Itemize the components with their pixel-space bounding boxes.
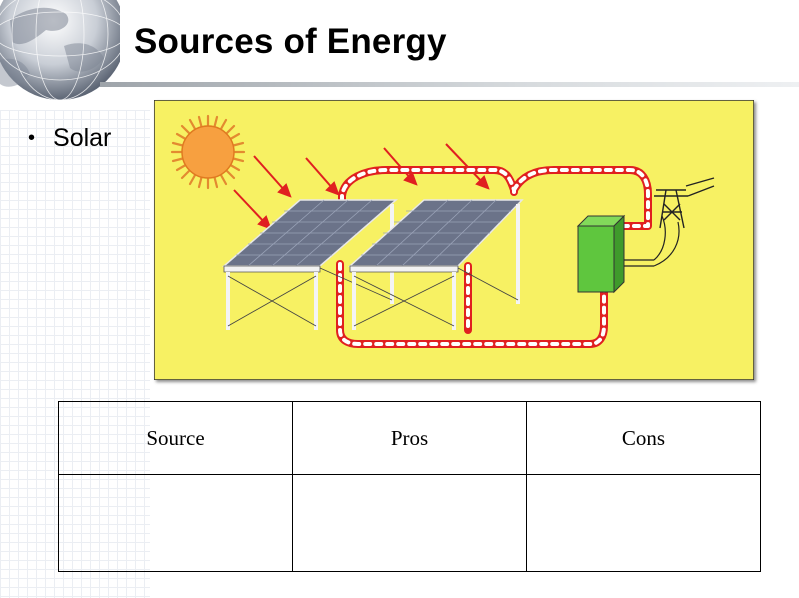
solar-system-illustration (154, 100, 754, 380)
globe-icon (0, 0, 120, 101)
bullet-item: • Solar (28, 124, 111, 153)
column-header-cons: Cons (526, 401, 761, 475)
column-header-source: Source (58, 401, 293, 475)
table-header-row: Source Pros Cons (58, 401, 761, 475)
pros-cons-table: Source Pros Cons (58, 401, 761, 572)
table-cell-pros[interactable] (292, 474, 527, 572)
slide-title: Sources of Energy (134, 22, 447, 61)
sun-icon (170, 114, 246, 190)
column-header-pros: Pros (292, 401, 527, 475)
bullet-list: • Solar (28, 124, 111, 153)
inverter-box-icon (576, 214, 626, 294)
power-pylon-icon (654, 177, 715, 229)
table-cell-cons[interactable] (526, 474, 761, 572)
solar-panel-icon (348, 199, 524, 330)
table-cell-source[interactable] (58, 474, 293, 572)
table-row (58, 474, 761, 572)
sun-ray-arrows (233, 143, 490, 230)
bullet-text: Solar (53, 124, 112, 152)
bullet-dot-icon: • (28, 127, 36, 149)
title-underline (100, 82, 799, 87)
